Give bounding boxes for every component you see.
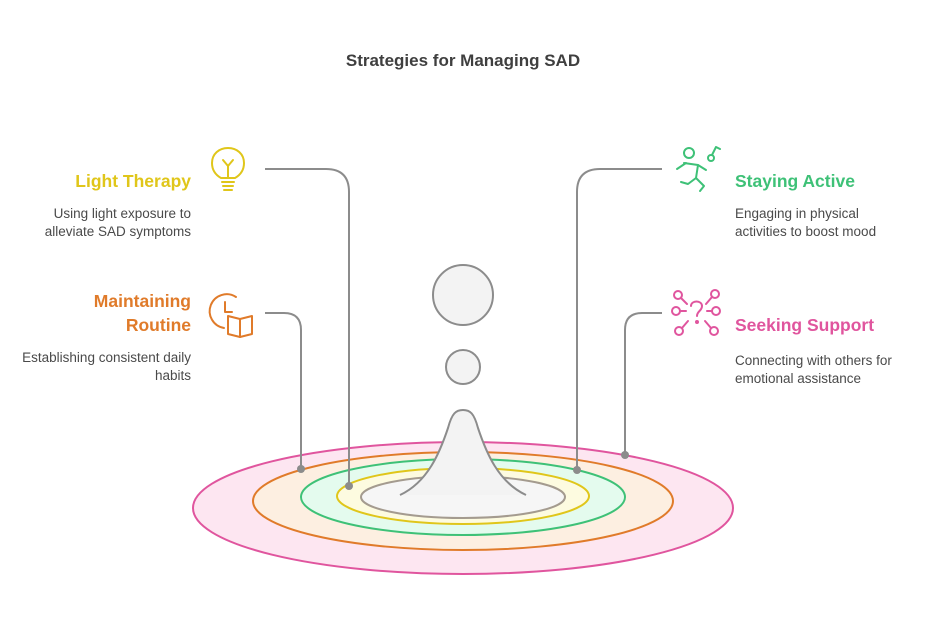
drop-small bbox=[445, 349, 481, 385]
connector-light-therapy bbox=[265, 168, 350, 486]
diagram-title: Strategies for Managing SAD bbox=[345, 51, 581, 70]
network-question-icon bbox=[671, 289, 721, 336]
connector-dot-light-therapy bbox=[345, 482, 353, 490]
connector-staying-active bbox=[576, 168, 662, 470]
connector-maintaining-routine bbox=[265, 312, 302, 469]
maintaining-routine-description: Establishing consistent daily habits bbox=[22, 350, 191, 383]
connector-seeking-support bbox=[624, 312, 662, 455]
seeking-support-heading: Seeking Support bbox=[735, 315, 875, 335]
running-person-icon bbox=[676, 146, 721, 192]
staying-active-heading: Staying Active bbox=[735, 171, 855, 191]
maintaining-routine-heading: Maintaining Routine bbox=[93, 291, 191, 335]
connector-dot-maintaining-routine bbox=[297, 465, 305, 473]
seeking-support-description: Connecting with others for emotional ass… bbox=[735, 353, 892, 386]
connector-dot-staying-active bbox=[573, 466, 581, 474]
light-therapy-description: Using light exposure to alleviate SAD sy… bbox=[44, 206, 191, 239]
clock-book-icon bbox=[208, 293, 253, 338]
light-bulb-icon bbox=[211, 147, 245, 191]
drop-large bbox=[432, 264, 494, 326]
staying-active-description: Engaging in physical activities to boost… bbox=[735, 206, 877, 239]
connector-dot-seeking-support bbox=[621, 451, 629, 459]
light-therapy-heading: Light Therapy bbox=[75, 171, 191, 191]
splash-column bbox=[399, 408, 527, 496]
